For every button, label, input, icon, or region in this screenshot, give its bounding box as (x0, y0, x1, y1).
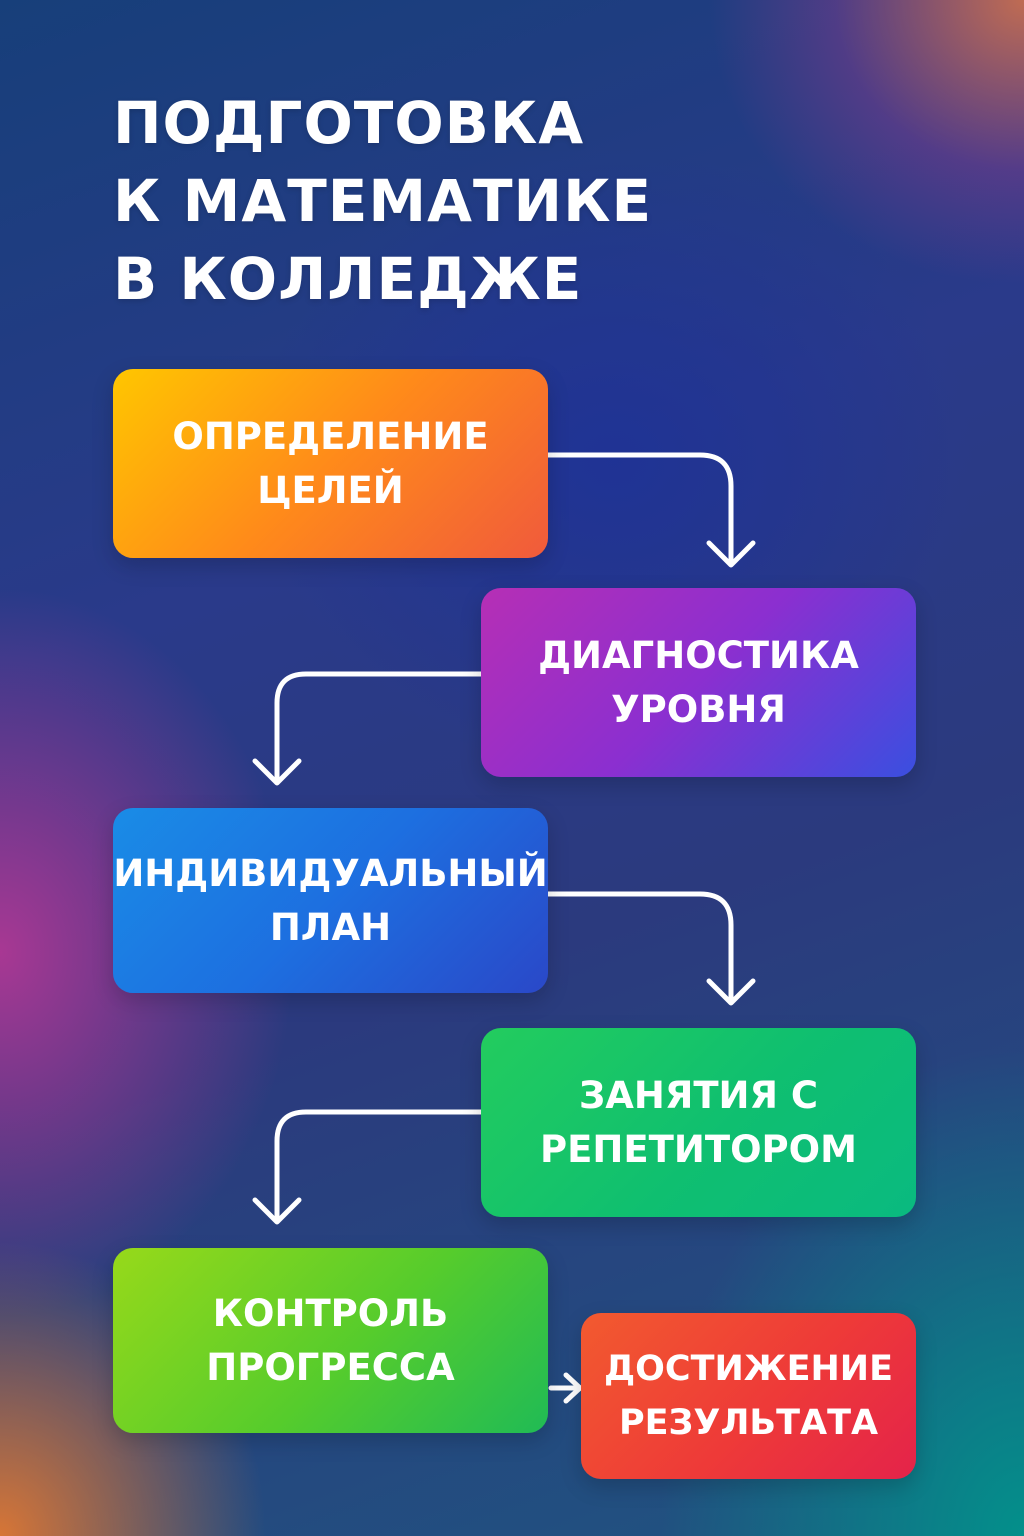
step-achieving-result: ДОСТИЖЕНИЕ РЕЗУЛЬТАТА (581, 1313, 916, 1479)
arrow-step4-to-step5 (252, 1109, 484, 1225)
step-progress-control: КОНТРОЛЬ ПРОГРЕССА (113, 1248, 548, 1433)
arrow-step5-to-step6 (548, 1372, 583, 1404)
arrow-step2-to-step3 (252, 671, 484, 786)
step-tutor-lessons: ЗАНЯТИЯ С РЕПЕТИТОРОМ (481, 1028, 916, 1217)
arrow-step1-to-step2 (545, 452, 756, 568)
step-individual-plan: ИНДИВИДУАЛЬНЫЙ ПЛАН (113, 808, 548, 993)
diagram-title: ПОДГОТОВКА К МАТЕМАТИКЕ В КОЛЛЕДЖЕ (113, 89, 653, 313)
step-level-diagnostics: ДИАГНОСТИКА УРОВНЯ (481, 588, 916, 777)
step-goal-setting: ОПРЕДЕЛЕНИЕ ЦЕЛЕЙ (113, 369, 548, 558)
arrow-step3-to-step4 (545, 891, 756, 1006)
